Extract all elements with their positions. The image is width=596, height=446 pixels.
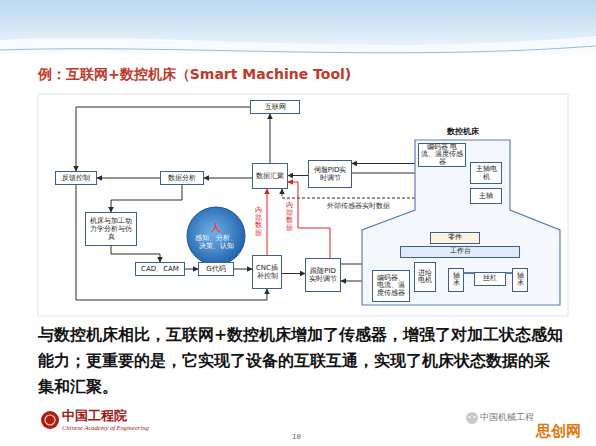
- node-text: 数据汇聚: [256, 172, 284, 180]
- footer-label: 思创网: [536, 422, 581, 441]
- footer-label: 18: [292, 433, 301, 441]
- connector-arrow: [282, 273, 305, 274]
- node-text: 编码器、电流、温度传感器: [375, 275, 407, 297]
- node-text: 轴承: [451, 273, 461, 288]
- process-box: CAD、CAM: [135, 262, 185, 276]
- connector-arrow: [111, 246, 160, 262]
- node-text: 进给电机: [417, 270, 433, 285]
- connector-arrow: [97, 178, 160, 179]
- node-text: 伺服PID实时调节: [311, 166, 349, 182]
- machine-heading: 数控机床: [415, 127, 510, 136]
- process-box: 轴承: [448, 268, 464, 292]
- connector-arrow: [267, 189, 268, 255]
- node-text: 人: [211, 222, 221, 234]
- process-box: 机床与加工动力学分析与仿真: [85, 212, 137, 246]
- process-box: 数据分析: [160, 171, 204, 185]
- node-text: 互联网: [265, 103, 286, 111]
- process-box: 工作台: [400, 246, 520, 258]
- process-box: 丝杠: [474, 272, 506, 286]
- node-text: CAD、CAM: [141, 265, 179, 273]
- wechat-icon-eye: [474, 416, 476, 418]
- node-text: 工作台: [450, 248, 471, 255]
- process-box: 伺服PID实时调节: [308, 160, 352, 188]
- connector-arrow: [234, 269, 252, 270]
- wechat-icon-eye: [469, 416, 471, 418]
- connector-arrow: [352, 163, 418, 164]
- connector-label: 外部传感器实时数据: [326, 201, 391, 211]
- slide-title: 例：互联网+数控机床（Smart Machine Tool): [38, 66, 351, 84]
- machine-outline: 数控机床编码器 电流、温度传感器主轴电机主轴零件工作台编码器、电流、温度传感器进…: [360, 125, 562, 307]
- process-box: 跟随PID实时调节: [305, 258, 341, 292]
- node-text: 机床与加工动力学分析与仿真: [88, 217, 134, 241]
- process-box: 编码器 电流、温度传感器: [418, 143, 466, 167]
- connector-arrow: [111, 185, 182, 212]
- process-box: 主轴电机: [470, 162, 502, 184]
- node-text: 数据分析: [168, 174, 196, 182]
- process-box: 编码器、电流、温度传感器: [372, 270, 410, 302]
- footer-label: 中国工程院: [62, 407, 127, 425]
- connector-arrow: [76, 107, 250, 171]
- connector-label: 内部数据: [285, 202, 294, 233]
- process-box: CNC插补控制: [252, 255, 282, 289]
- node-text: 反馈控制: [62, 174, 90, 182]
- header-wave: [0, 36, 596, 54]
- process-box: 零件: [430, 232, 480, 244]
- node-text: 主轴: [479, 192, 493, 200]
- academy-emblem: [41, 411, 59, 429]
- academy-emblem-ring: [45, 415, 55, 425]
- node-text: 轴承: [515, 273, 525, 288]
- header-band: [0, 0, 596, 54]
- node-text: G代码: [206, 265, 225, 273]
- wechat-icon: [466, 412, 478, 424]
- connector-label: 内部数据: [254, 207, 263, 238]
- process-box: 数据汇聚: [252, 163, 288, 189]
- connector-arrow: [204, 178, 252, 179]
- node-text: 感知、分析、决策、认知: [195, 234, 237, 250]
- node-text: 编码器 电流、温度传感器: [421, 144, 463, 166]
- slide-caption: 与数控机床相比，互联网+数控机床增加了传感器，增强了对加工状态感知能力；更重要的…: [38, 322, 563, 400]
- header-line: [0, 46, 596, 53]
- cognition-circle: 人感知、分析、决策、认知: [186, 206, 246, 266]
- process-box: 轴承: [512, 268, 528, 292]
- node-text: 主轴电机: [473, 165, 499, 181]
- figure-frame: [38, 94, 568, 316]
- footer-label: Chinese Academy of Engineering: [62, 424, 149, 431]
- node-text: CNC插补控制: [255, 264, 279, 280]
- footer-label: 中国机械工程: [480, 411, 534, 424]
- process-box: 互联网: [250, 100, 300, 114]
- connector-arrow: [282, 189, 415, 198]
- connector-arrow: [270, 114, 271, 163]
- machine-housing: [362, 140, 560, 305]
- process-box: 主轴: [470, 188, 502, 204]
- connector-arrow: [76, 185, 267, 300]
- connector-arrow: [288, 182, 330, 258]
- process-box: 反馈控制: [55, 171, 97, 185]
- connector-arrow: [288, 175, 308, 176]
- node-text: 零件: [448, 234, 462, 241]
- node-text: 跟随PID实时调节: [308, 267, 338, 283]
- connector-arrow: [185, 269, 198, 270]
- circle-fill: [187, 207, 245, 265]
- process-box: 进给电机: [414, 262, 436, 292]
- process-box: G代码: [198, 262, 234, 276]
- node-text: 丝杠: [483, 275, 497, 282]
